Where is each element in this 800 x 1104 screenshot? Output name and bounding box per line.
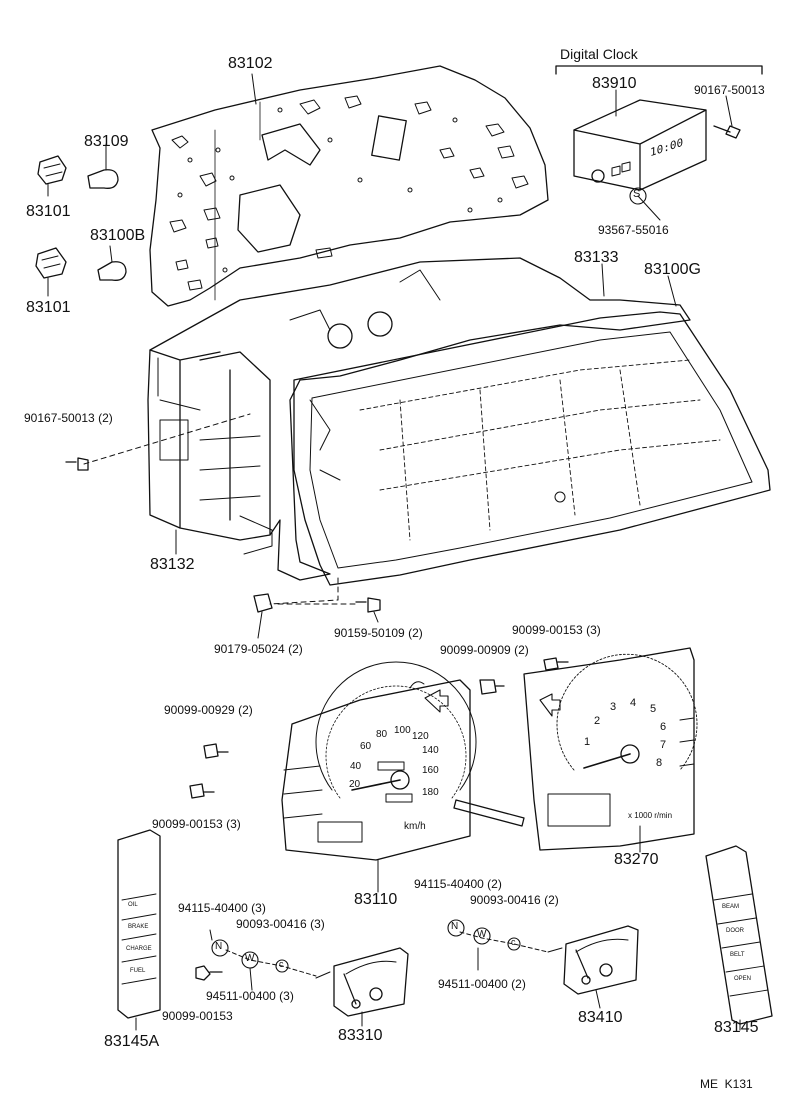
marker-w-left: W [245, 953, 255, 964]
digital-clock-title: Digital Clock [560, 46, 638, 62]
part-94115-40400-2-label: 94115-40400 (2) [414, 877, 502, 891]
speedo-unit: km/h [404, 821, 426, 832]
marker-w-right: W [477, 929, 487, 940]
part-83102-label: 83102 [228, 55, 273, 72]
label-leaders [48, 74, 740, 1030]
marker-c-left: c [279, 959, 284, 969]
part-83100b-label: 83100B [90, 227, 146, 244]
temperature-gauge [548, 926, 638, 994]
fuel-gauge-screw [196, 966, 222, 980]
tacho-tick-8: 8 [656, 757, 663, 769]
bulb-upper [88, 170, 118, 189]
marker-s: S [633, 188, 641, 200]
part-94115-40400-3-label: 94115-40400 (3) [178, 901, 266, 915]
fuel-gauge-leader [226, 950, 316, 976]
bulb-lower [98, 262, 126, 281]
part-90099-00909-label: 90099-00909 (2) [440, 643, 529, 657]
warn-right-open: OPEN [734, 976, 752, 982]
part-83270-label: 83270 [614, 851, 659, 868]
part-83110-label: 83110 [354, 891, 398, 908]
speedo-tick-140: 140 [422, 745, 439, 756]
tacho-tick-3: 3 [610, 701, 617, 713]
warn-right-beam: BEAM [722, 904, 740, 910]
screw-leader-lines [84, 414, 356, 604]
part-90093-00416-3-label: 90093-00416 (3) [236, 917, 325, 931]
tachometer [524, 648, 697, 850]
indicator-panel-right [706, 846, 772, 1024]
marker-c-right: c [511, 937, 516, 947]
speedo-tick-80: 80 [376, 729, 388, 740]
part-83910-label: 83910 [592, 75, 637, 92]
speedometer [282, 662, 476, 860]
clock-screw [714, 126, 740, 138]
warn-left-fuel: FUEL [130, 968, 146, 974]
small-screws [190, 658, 568, 798]
marker-n-right: N [451, 921, 459, 932]
warn-right-door: DOOR [726, 928, 744, 934]
circuit-plate [150, 66, 548, 306]
housing-screw [66, 458, 88, 470]
warn-left-charge: CHARGE [126, 946, 152, 952]
tacho-tick-7: 7 [660, 739, 667, 751]
part-83410-label: 83410 [578, 1009, 623, 1026]
figure-code: ME K131 [700, 1077, 753, 1091]
part-83145-label: 83145 [714, 1019, 759, 1036]
part-83109-label: 83109 [84, 133, 129, 150]
speedometer-cable-shaft [454, 800, 524, 826]
tacho-unit: x 1000 r/min [628, 811, 673, 820]
indicator-panel-left [118, 830, 160, 1018]
speedo-tick-120: 120 [412, 731, 429, 742]
tacho-tick-2: 2 [594, 715, 601, 727]
part-90179-05024-label: 90179-05024 (2) [214, 642, 303, 656]
meter-lens [294, 312, 770, 585]
part-90099-00153-3-lower-label: 90099-00153 (3) [152, 817, 241, 831]
speedo-tick-60: 60 [360, 741, 372, 752]
warn-left-oil: OIL [128, 902, 138, 908]
warn-left-brake: BRAKE [128, 924, 149, 930]
part-94511-00400-2-label: 94511-00400 (2) [438, 977, 526, 991]
digital-clock [574, 0, 706, 190]
part-94511-00400-3-label: 94511-00400 (3) [206, 989, 294, 1003]
part-83101-lower-label: 83101 [26, 299, 71, 316]
part-83133-label: 83133 [574, 249, 619, 266]
speedo-tick-20: 20 [349, 779, 361, 790]
part-90167-50013-label: 90167-50013 [694, 83, 765, 97]
part-83310-label: 83310 [338, 1027, 383, 1044]
part-90099-00153-3-upper-label: 90099-00153 (3) [512, 623, 601, 637]
clip [254, 594, 272, 612]
speedo-tick-180: 180 [422, 787, 439, 798]
tacho-tick-5: 5 [650, 703, 657, 715]
meter-housing [148, 258, 690, 580]
housing-screw-lower [356, 598, 380, 612]
warn-right-belt: BELT [730, 952, 745, 958]
temperature-gauge-leader [460, 932, 548, 952]
speedo-tick-100: 100 [394, 725, 411, 736]
fuel-gauge [316, 948, 408, 1016]
part-90167-50013-2-label: 90167-50013 (2) [24, 411, 113, 425]
part-90099-00153-label: 90099-00153 [162, 1009, 233, 1023]
part-90099-00929-label: 90099-00929 (2) [164, 703, 253, 717]
bulb-socket-lower [36, 248, 66, 278]
part-90159-50109-label: 90159-50109 (2) [334, 626, 423, 640]
tacho-tick-4: 4 [630, 697, 637, 709]
speedo-tick-160: 160 [422, 765, 439, 776]
part-90093-00416-2-label: 90093-00416 (2) [470, 893, 559, 907]
marker-n-left: N [215, 941, 223, 952]
part-83100g-label: 83100G [644, 261, 701, 278]
part-93567-55016-label: 93567-55016 [598, 223, 669, 237]
part-83101-upper-label: 83101 [26, 203, 71, 220]
digital-clock-bracket [556, 66, 762, 74]
bulb-socket-upper [38, 156, 66, 184]
tacho-tick-6: 6 [660, 721, 667, 733]
marker-circles [212, 188, 646, 972]
speedo-tick-40: 40 [350, 761, 362, 772]
tacho-tick-1: 1 [584, 736, 591, 748]
part-83145a-label: 83145A [104, 1033, 160, 1050]
part-83132-label: 83132 [150, 556, 195, 573]
